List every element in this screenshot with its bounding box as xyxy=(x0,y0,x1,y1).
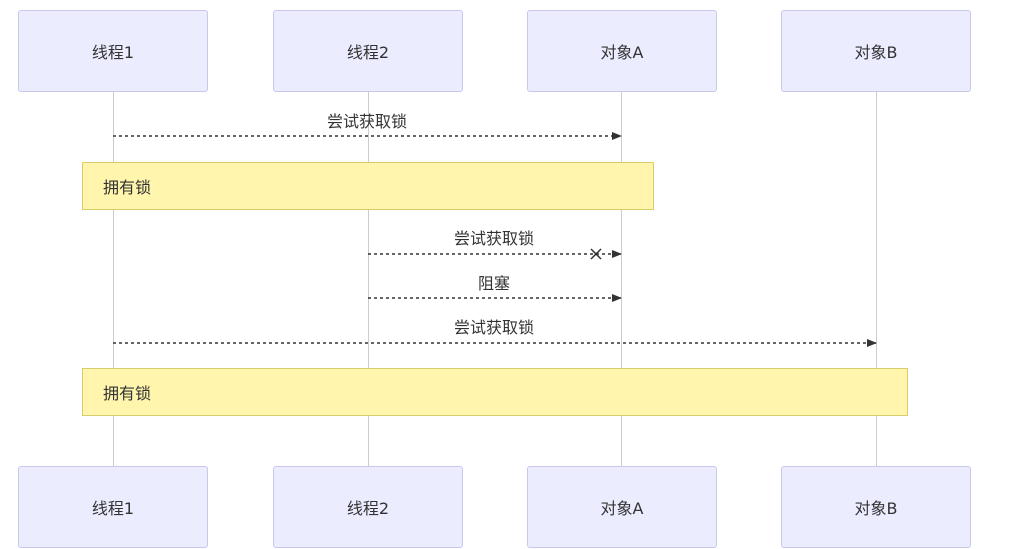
lifeline-b xyxy=(876,92,877,467)
cross-icon xyxy=(590,248,602,260)
lifeline-t1 xyxy=(113,92,114,467)
message-label-2: 尝试获取锁 xyxy=(453,229,535,248)
actor-bottom-t2: 线程2 xyxy=(273,466,463,548)
lifeline-a xyxy=(621,92,622,467)
actor-bottom-t1: 线程1 xyxy=(18,466,208,548)
actor-bottom-b: 对象B xyxy=(781,466,971,548)
actor-top-a: 对象A xyxy=(527,10,717,92)
note-own-lock-1: 拥有锁 xyxy=(82,162,654,210)
message-label-1: 尝试获取锁 xyxy=(326,112,408,131)
actor-top-t2: 线程2 xyxy=(273,10,463,92)
message-label-4: 尝试获取锁 xyxy=(453,318,535,337)
actor-bottom-a: 对象A xyxy=(527,466,717,548)
message-label-3: 阻塞 xyxy=(477,274,511,293)
lifeline-t2 xyxy=(368,92,369,467)
actor-top-t1: 线程1 xyxy=(18,10,208,92)
actor-top-b: 对象B xyxy=(781,10,971,92)
note-own-lock-2: 拥有锁 xyxy=(82,368,908,416)
